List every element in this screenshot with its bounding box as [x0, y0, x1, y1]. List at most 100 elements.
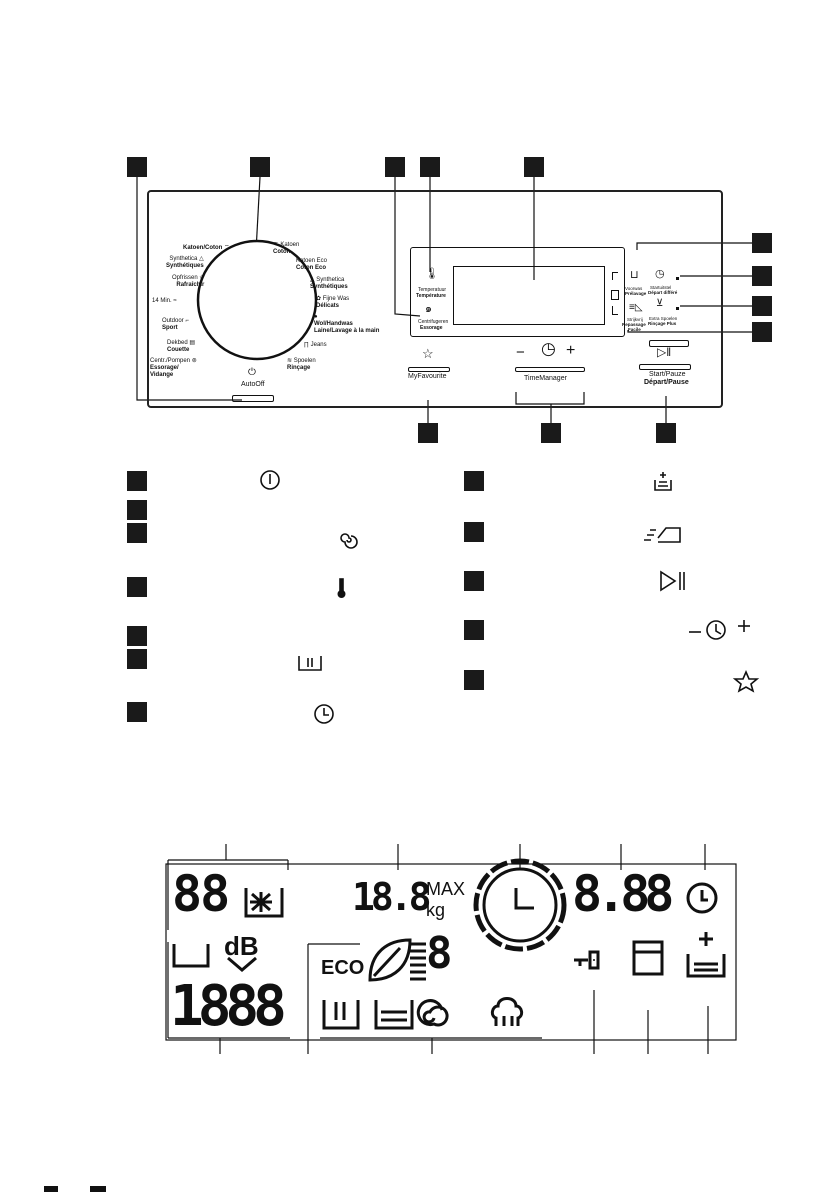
indicator-bottom-icon	[612, 306, 618, 315]
steam-label-3: Facile	[628, 327, 641, 332]
delay-clock-icon	[686, 882, 718, 914]
callout-marker-4	[420, 157, 440, 177]
autooff-power-icon: ⏻	[248, 367, 256, 378]
duvet-icon: ▤	[189, 340, 196, 346]
display-spin-icon	[416, 999, 449, 1027]
legend-icons	[260, 470, 760, 724]
callout-marker-8	[752, 296, 772, 316]
indicator-top-icon	[612, 272, 618, 280]
legend-temperature-icon	[339, 578, 344, 592]
legend-marker-9	[464, 522, 484, 542]
timemanager-plus[interactable]: +	[566, 342, 576, 359]
legend-steam-icon	[644, 527, 681, 543]
refresh-icon: ✩	[199, 275, 205, 281]
extra-rinse-icon: ⊻	[656, 298, 664, 309]
extra-rinse-label-2: Rinçage Plus	[648, 321, 677, 326]
rinse-icon: ≋	[287, 358, 293, 364]
temperature-icon: 🌡︎	[425, 268, 439, 280]
legend-marker-12	[464, 670, 484, 690]
programme-left-2[interactable]: Opfrissen ✩Rafraîchir	[172, 275, 205, 288]
programme-left-1[interactable]: Synthetica △Synthétiques	[166, 256, 204, 269]
delay-label-1: Startuitstel	[650, 285, 672, 290]
door-lock-small-icon	[611, 290, 619, 300]
programme-left-3[interactable]: 14 Min. ≈	[152, 298, 177, 304]
legend-marker-10	[464, 571, 484, 591]
temperature-label-2: Température	[416, 293, 446, 299]
display-diagram	[165, 844, 737, 1054]
timemanager-minus[interactable]: −	[516, 344, 525, 361]
db-chevron-icon	[227, 956, 257, 972]
display-rinse-icon	[374, 1000, 414, 1030]
left-bottom-digits: 1888	[170, 974, 287, 1039]
callout-marker-7	[752, 266, 772, 286]
callout-marker-5	[524, 157, 544, 177]
db-label: dB	[224, 931, 259, 961]
display-screen	[453, 266, 605, 325]
autooff-button[interactable]	[232, 395, 274, 402]
display-window	[410, 247, 625, 337]
myfavourite-label: MyFavourite	[408, 373, 447, 380]
legend-marker-6	[127, 649, 147, 669]
myfavourite-button[interactable]	[408, 367, 450, 372]
timemanager-button[interactable]	[515, 367, 585, 372]
steam-label-1: Strijkvrij	[627, 317, 643, 322]
programme-left-0[interactable]: Katoen/Coton ⌔	[183, 245, 230, 251]
extra-rinse-label-1: Extra Spoelen	[649, 316, 678, 321]
empty-tub-icon	[172, 944, 210, 968]
programme-right-5[interactable]: ∏ Jeans	[304, 342, 327, 348]
delicate-icon: ✿	[316, 296, 322, 302]
callout-marker-2	[250, 157, 270, 177]
legend-spin-icon	[340, 533, 358, 549]
spin-label-2: Essorage	[420, 325, 443, 331]
callout-marker-11	[541, 423, 561, 443]
timemanager-label: TimeManager	[524, 375, 567, 382]
eco-leaf-icon	[368, 938, 412, 982]
legend-start-pause-icon	[660, 570, 677, 592]
callout-marker-6	[752, 233, 772, 253]
programme-left-6[interactable]: Centr./Pompen ⊚Essorage/Vidange	[150, 358, 197, 378]
quick-icon: ≈	[173, 298, 177, 304]
clock-segment-ring	[473, 858, 567, 952]
programme-left-5[interactable]: Dekbed ▤Couette	[167, 340, 196, 353]
display-prewash-icon	[322, 1000, 360, 1030]
callout-marker-12	[656, 423, 676, 443]
myfavourite-star-icon: ☆	[422, 346, 434, 361]
option-bar	[649, 340, 689, 347]
legend-clock-icon	[706, 620, 726, 640]
jeans-icon: ∏	[304, 342, 309, 348]
cotton-right-icon: ⌔	[273, 242, 279, 248]
callout-marker-9	[752, 322, 772, 342]
eco-digit: 8	[426, 928, 453, 979]
legend-marker-5	[127, 626, 147, 646]
extra-rinse-led	[676, 307, 679, 310]
display-steam-icon	[490, 997, 524, 1026]
start-label-2: Départ/Pause	[644, 379, 689, 386]
time-digits: 8.88	[572, 865, 674, 923]
programme-left-4[interactable]: Outdoor ⌐Sport	[162, 318, 189, 331]
start-label-1: Start/Pauze	[649, 371, 686, 378]
legend-delay-icon	[314, 704, 334, 724]
prewash-icon: ⊔	[630, 269, 639, 281]
shoe-icon: ⌐	[185, 318, 189, 324]
control-panel	[147, 190, 723, 408]
start-pause-button[interactable]	[639, 364, 691, 370]
footer-mark-left	[44, 1186, 58, 1192]
delay-label-2: Départ différé	[648, 290, 678, 295]
legend-star-icon	[732, 669, 760, 693]
programme-dial[interactable]	[195, 238, 319, 362]
legend-prewash-icon	[298, 656, 322, 671]
wool-icon: ●	[314, 314, 318, 320]
spin-label-1: Centrifugeren	[418, 319, 449, 325]
eco-label: ECO	[321, 957, 365, 979]
left-top-digits: 88	[172, 865, 230, 923]
legend-power-icon	[260, 470, 280, 490]
kg-label: kg	[426, 900, 446, 920]
callout-marker-10	[418, 423, 438, 443]
key-lock-icon	[574, 950, 600, 970]
